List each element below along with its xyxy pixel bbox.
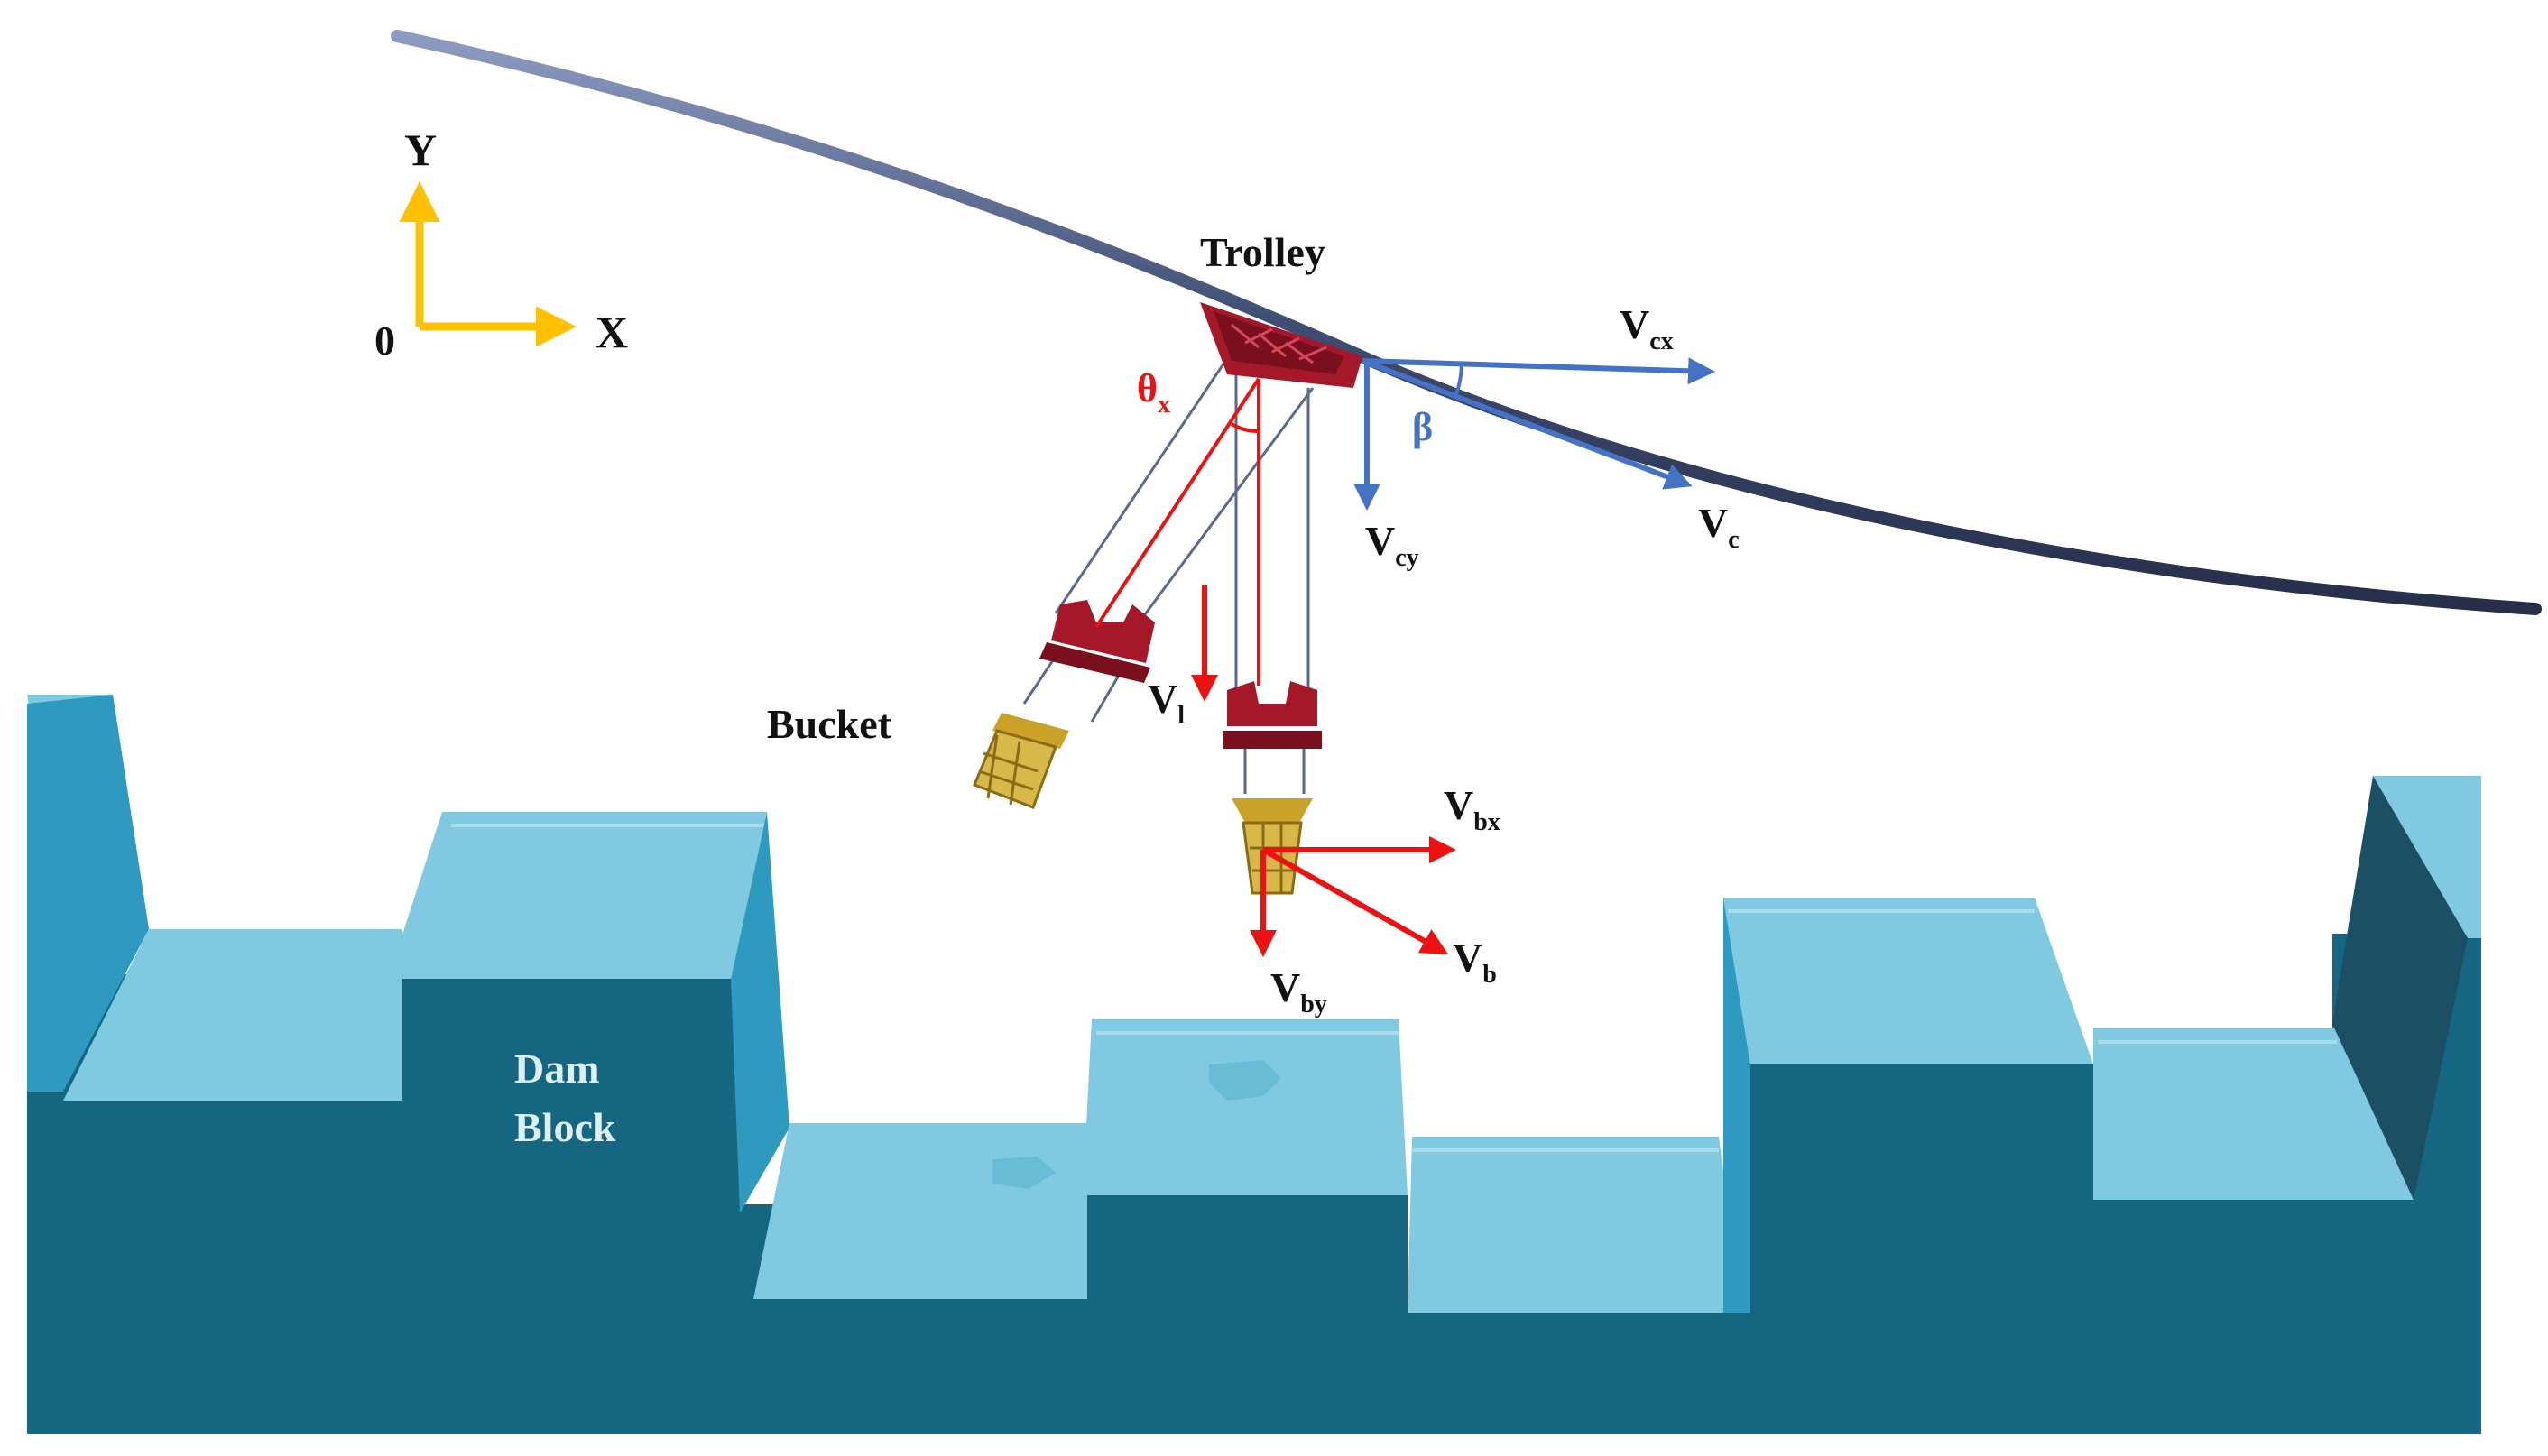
beta-label: β [1412, 405, 1433, 449]
dam-stain-2 [992, 1157, 1056, 1189]
dam-blocks [27, 695, 2481, 1434]
hoist-ropes [1022, 351, 1315, 723]
trolley [1200, 302, 1362, 388]
dam-label-line2: Block [514, 1104, 616, 1150]
theta-angle: θx [1094, 366, 1260, 686]
dam-block-4-top [1723, 898, 2093, 1064]
dam-block-4-side [1723, 898, 1750, 1313]
vc-arrow [1361, 358, 1693, 490]
dam-stain-1 [1209, 1060, 1281, 1101]
vby-label: Vby [1270, 964, 1327, 1018]
dam-block-5-side [2332, 776, 2468, 1200]
bucket-velocities: Vbx Vb Vby [1250, 782, 1500, 1018]
vcx-label: Vcx [1620, 301, 1674, 355]
x-axis-label: X [595, 307, 628, 357]
dam-floor-2-top [1408, 1137, 1741, 1313]
cable [391, 30, 2542, 615]
dam-block-2-top [388, 812, 767, 979]
vcy-label: Vcy [1365, 518, 1419, 572]
vb-label: Vb [1453, 935, 1497, 989]
trolley-velocities: β Vcx Vcy Vc [1353, 301, 1740, 572]
beta-arc [1454, 364, 1463, 398]
dam-ledge-1-top [63, 929, 402, 1101]
swinging-bucket [973, 600, 1155, 809]
dam-block-2-side [731, 812, 789, 1213]
dam-block-5-top [2373, 776, 2481, 938]
dam-ledge-2-top [2093, 1028, 2414, 1200]
dam-label-line1: Dam [514, 1046, 600, 1092]
bucket-label: Bucket [767, 701, 892, 747]
vc-label: Vc [1698, 500, 1740, 554]
vcx-arrow [1362, 357, 1715, 385]
coordinate-axes: Y X 0 [374, 124, 628, 364]
dam-front-base [27, 934, 2481, 1434]
hanging-bucket [1223, 681, 1322, 895]
dam-left-front [27, 1092, 63, 1434]
theta-label: θx [1137, 366, 1170, 419]
origin-label: 0 [374, 318, 395, 364]
y-axis-label: Y [404, 124, 437, 175]
vl-label: Vl [1148, 676, 1185, 730]
vb-arrow [1261, 847, 1449, 954]
dam-left-side [27, 695, 149, 1092]
dam-block-3-top [1083, 1019, 1408, 1195]
vbx-label: Vbx [1444, 782, 1500, 836]
trolley-label: Trolley [1200, 229, 1325, 275]
dam-floor-1-top [753, 1123, 1087, 1299]
vector-vl: Vl [1148, 585, 1218, 730]
